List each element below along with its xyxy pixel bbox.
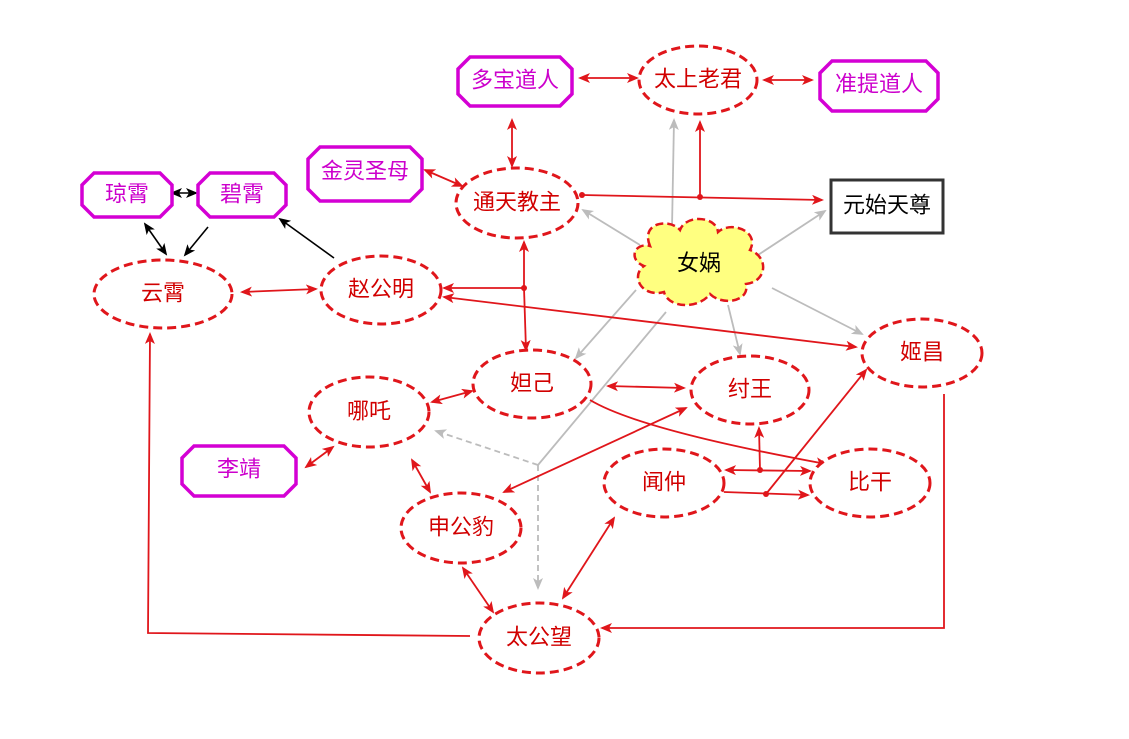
node-shengongbao[interactable]: 申公豹 — [399, 491, 523, 565]
edge-nvwa-yuanshi — [757, 209, 827, 256]
node-qiongxiao[interactable]: 琼霄 — [80, 171, 174, 219]
node-taigongwang[interactable]: 太公望 — [477, 601, 601, 675]
node-label: 云霄 — [141, 282, 185, 307]
junction-dot — [757, 467, 763, 473]
node-label: 纣王 — [728, 378, 772, 403]
node-label: 申公豹 — [428, 516, 494, 541]
edge-jinling-tongtian — [423, 169, 464, 187]
junction-dot — [521, 285, 527, 291]
edge-bigan-zhouwang — [754, 426, 765, 471]
node-label: 太上老君 — [654, 68, 742, 93]
node-label: 元始天尊 — [843, 194, 931, 219]
edge-bixiao-yunxiao — [183, 226, 209, 257]
node-label: 多宝道人 — [471, 69, 559, 94]
node-zhouwang[interactable]: 纣王 — [689, 354, 811, 426]
edge-shengongbao-zhouwang — [502, 407, 688, 493]
node-label: 通天教主 — [473, 191, 561, 216]
junction-dot — [697, 194, 703, 200]
node-zhunti[interactable]: 准提道人 — [818, 59, 940, 113]
node-label: 姬昌 — [900, 341, 944, 366]
edge-junction-daji — [520, 287, 531, 352]
node-zhaogongming[interactable]: 赵公明 — [319, 254, 443, 326]
edge-shengongbao-taigongwang — [461, 566, 495, 614]
node-wenzhong[interactable]: 闻仲 — [602, 447, 726, 519]
edge-split-nezha — [434, 429, 539, 466]
edge-jichang-taigongwang — [600, 394, 945, 633]
node-jichang[interactable]: 姬昌 — [860, 317, 984, 389]
edge-yunxiao-zhaogongming — [240, 284, 318, 297]
node-lijing[interactable]: 李靖 — [180, 444, 298, 498]
node-jinling[interactable]: 金灵圣母 — [306, 145, 424, 203]
node-nvwa[interactable]: 女娲 — [633, 217, 765, 307]
node-yuanshi[interactable]: 元始天尊 — [829, 178, 945, 235]
node-label: 金灵圣母 — [321, 160, 409, 185]
node-duobao[interactable]: 多宝道人 — [456, 55, 574, 108]
node-label: 准提道人 — [835, 73, 923, 98]
node-tongtian[interactable]: 通天教主 — [454, 166, 580, 240]
edge-zhaogongming-bixiao — [278, 217, 335, 259]
node-label: 哪吒 — [347, 400, 391, 425]
node-nezha[interactable]: 哪吒 — [307, 375, 431, 449]
node-label: 女娲 — [677, 252, 721, 277]
node-label: 赵公明 — [348, 278, 414, 303]
junction-dot — [763, 491, 769, 497]
edge-nvwa-jichang — [771, 287, 864, 335]
node-label: 太公望 — [506, 626, 572, 651]
edges — [143, 73, 945, 637]
edge-nvwa-taishang — [668, 118, 679, 229]
edge-nvwa-tongtian — [581, 208, 641, 246]
edge-nezha-daji — [430, 388, 474, 405]
edge-qiongxiao-yunxiao — [143, 222, 168, 256]
node-bigan[interactable]: 比干 — [808, 447, 932, 519]
edge-taigongwang-yunxiao — [144, 332, 471, 637]
node-label: 李靖 — [217, 458, 261, 483]
edge-wenzhong-jichang — [765, 368, 868, 495]
edge-nezha-shengongbao — [411, 458, 431, 494]
node-label: 琼霄 — [105, 183, 149, 208]
junction-dot — [579, 192, 585, 198]
edge-wenzhong-bigan — [724, 465, 812, 476]
node-label: 妲己 — [510, 372, 554, 397]
edge-zhaogongming-jichang — [442, 293, 858, 351]
node-daji[interactable]: 妲己 — [471, 348, 593, 420]
node-label: 碧霄 — [220, 183, 264, 208]
edge-daji-zhouwang — [606, 381, 686, 393]
edge-lijing-nezha — [304, 445, 335, 469]
edge-nvwa-zhouwang — [727, 304, 743, 356]
node-label: 比干 — [848, 471, 892, 496]
node-label: 闻仲 — [642, 471, 686, 496]
edge-nvwa-daji — [574, 289, 637, 360]
node-yunxiao[interactable]: 云霄 — [92, 258, 234, 330]
node-bixiao[interactable]: 碧霄 — [196, 171, 288, 219]
edge-wenzhong-taigongwang — [561, 516, 616, 600]
node-taishang[interactable]: 太上老君 — [637, 44, 759, 116]
